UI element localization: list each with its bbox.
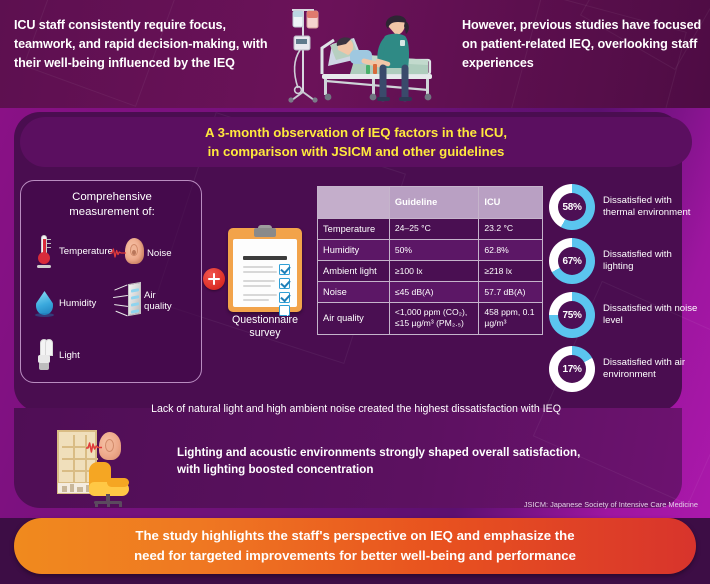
table-header-row: Guideline ICU	[317, 186, 543, 219]
conclusion-banner: The study highlights the staff's perspec…	[14, 518, 696, 574]
conclusion-line-1: The study highlights the staff's perspec…	[135, 528, 575, 544]
table-row: Temperature 24–25 °C 23.2 °C	[317, 217, 543, 241]
guideline-comparison-table: Guideline ICU Temperature 24–25 °C 23.2 …	[317, 186, 543, 335]
checkbox-item-4[interactable]	[279, 305, 290, 316]
clipboard-checklist-icon	[228, 225, 302, 316]
table-row: Humidity 50% 62.8%	[317, 239, 543, 262]
table-cell-icu: 62.8%	[478, 239, 543, 262]
table-cell-guideline: <1,000 ppm (CO₂), ≤15 µg/m³ (PM₂.₅)	[388, 302, 480, 335]
donut-chart-thermal: 58% Dissatisfied with thermal environmen…	[549, 184, 704, 230]
header-band: ICU staff consistently require focus, te…	[0, 0, 710, 108]
thermometer-icon	[29, 233, 59, 271]
table-cell-factor: Temperature	[317, 217, 390, 241]
measurement-label-light: Light	[59, 350, 80, 362]
measurement-item-temperature: Temperature	[29, 233, 113, 271]
lighting-text-line-2: with lighting boosted concentration	[177, 463, 374, 477]
measurement-item-noise: Noise	[110, 235, 172, 273]
key-finding-caption: Lack of natural light and high ambient n…	[20, 396, 692, 422]
measurement-item-light: Light	[29, 337, 80, 375]
table-header-icu: ICU	[478, 186, 543, 219]
lighting-text-line-1: Lighting and acoustic environments stron…	[177, 446, 581, 459]
lighting-section-text: Lighting and acoustic environments stron…	[177, 444, 677, 479]
measurement-title-line-2: measurement of:	[69, 206, 155, 219]
ear-soundwave-icon	[110, 235, 147, 273]
donut-value-air: 17%	[562, 363, 582, 375]
checkbox-item-1[interactable]	[279, 263, 291, 275]
conclusion-line-2: need for targeted improvements for bette…	[134, 548, 576, 563]
measurement-icon-grid: Temperature Noise	[21, 233, 203, 381]
donut-label-noise: Dissatisfied with noise level	[603, 302, 698, 326]
table-row: Air quality <1,000 ppm (CO₂), ≤15 µg/m³ …	[317, 302, 543, 335]
table-cell-factor: Noise	[317, 281, 390, 304]
questionnaire-survey-block: Questionnaire survey	[228, 222, 302, 339]
questionnaire-label: Questionnaire survey	[214, 314, 316, 340]
lighting-acoustic-section: Lighting and acoustic environments stron…	[57, 428, 697, 510]
checkbox-item-2[interactable]	[279, 277, 291, 289]
ear-inner-detail	[105, 439, 114, 452]
measurement-item-air-quality: Air quality	[112, 281, 172, 321]
measurement-item-humidity: Humidity	[29, 285, 96, 323]
table-row: Noise ≤45 dB(A) 57.7 dB(A)	[317, 281, 543, 304]
measurement-label-noise: Noise	[147, 248, 172, 260]
table-header-corner	[317, 186, 390, 219]
subtitle-line-2: in comparison with JSICM and other guide…	[207, 144, 505, 159]
table-cell-icu: 458 ppm, 0.1 µg/m³	[478, 302, 543, 335]
measurement-label-humidity: Humidity	[59, 298, 97, 310]
armchair-icon	[85, 462, 131, 507]
donut-label-thermal: Dissatisfied with thermal environment	[603, 194, 691, 218]
donut-value-thermal: 58%	[562, 201, 582, 213]
donut-value-noise: 75%	[562, 309, 582, 321]
table-cell-icu: 23.2 °C	[478, 217, 543, 241]
donut-value-lighting: 67%	[562, 255, 582, 267]
donut-label-lighting: Dissatisfied with lighting	[603, 248, 672, 272]
donut-chart-lighting: 67% Dissatisfied with lighting	[549, 238, 704, 284]
table-cell-factor: Humidity	[317, 239, 390, 262]
questionnaire-label-line-2: survey	[249, 327, 281, 340]
measurement-panel-title: Comprehensive measurement of:	[21, 190, 203, 221]
table-cell-guideline: 50%	[388, 239, 480, 262]
table-cell-factor: Ambient light	[317, 260, 390, 283]
table-cell-factor: Air quality	[317, 302, 390, 335]
table-header-guideline: Guideline	[388, 186, 480, 219]
questionnaire-label-line-1: Questionnaire	[232, 314, 298, 326]
light-bulb-icon	[29, 337, 59, 375]
study-subtitle-banner: A 3-month observation of IEQ factors in …	[20, 117, 692, 167]
checkbox-item-3[interactable]	[279, 291, 291, 303]
subtitle-line-1: A 3-month observation of IEQ factors in …	[204, 124, 508, 140]
caption-text: Lack of natural light and high ambient n…	[151, 403, 561, 415]
header-right-text: However, previous studies have focused o…	[462, 18, 702, 71]
donut-label-air: Dissatisfied with air environment	[603, 356, 686, 380]
table-cell-icu: 57.7 dB(A)	[478, 281, 543, 304]
water-drop-icon	[29, 285, 59, 323]
table-cell-guideline: ≤45 dB(A)	[388, 281, 480, 304]
donut-ring-noise: 75%	[549, 292, 595, 338]
donut-ring-air: 17%	[549, 346, 595, 392]
header-left-text: ICU staff consistently require focus, te…	[14, 18, 268, 71]
donut-ring-lighting: 67%	[549, 238, 595, 284]
measurement-title-line-1: Comprehensive	[72, 191, 152, 203]
table-cell-guideline: 24–25 °C	[388, 217, 480, 241]
measurement-label-temperature: Temperature	[59, 246, 113, 258]
table-cell-icu: ≥218 lx	[478, 260, 543, 283]
hospital-bed-illustration	[278, 4, 458, 106]
donut-chart-air: 17% Dissatisfied with air environment	[549, 346, 704, 392]
donut-chart-noise: 75% Dissatisfied with noise level	[549, 292, 704, 338]
table-row: Ambient light ≥100 lx ≥218 lx	[317, 260, 543, 283]
donut-ring-thermal: 58%	[549, 184, 595, 230]
comprehensive-measurement-panel: Comprehensive measurement of: Temperatur…	[20, 180, 202, 383]
air-vent-icon	[112, 281, 144, 321]
footnote-jsicm: JSICM: Japanese Society of Intensive Car…	[523, 500, 698, 509]
measurement-label-air-quality: Air quality	[144, 289, 172, 312]
plus-badge-icon	[203, 268, 225, 290]
table-cell-guideline: ≥100 lx	[388, 260, 480, 283]
soundwave-icon	[86, 442, 102, 453]
